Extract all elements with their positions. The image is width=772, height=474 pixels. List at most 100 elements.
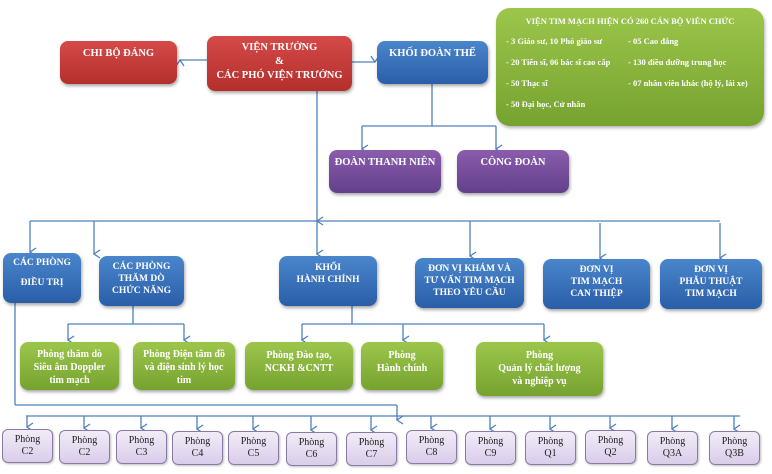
treatment-room-line: C4 [191,448,204,459]
department-line: CAN THIỆP [570,289,623,299]
treatment-room-line: Phòng [418,435,445,446]
leadership-line-3: CÁC PHÓ VIỆN TRƯỞNG [216,70,343,81]
department-line: THĂM DÒ [118,274,165,284]
leadership-box: VIỆN TRƯỞNG & CÁC PHÓ VIỆN TRƯỞNG [207,36,352,91]
staff-summary-row: - 20 Tiến sĩ, 06 bác sĩ cao cấp - 130 đi… [506,57,754,67]
department-line: ĐƠN VỊ [694,265,728,275]
department-line: CÁC PHÒNG [13,258,71,268]
staff-summary-row: - 50 Đại học, Cử nhân [506,99,754,109]
department-line: HÀNH CHÍNH [296,275,360,285]
room-line: Phòng [388,350,416,361]
department-line: TIM MẠCH [570,277,623,287]
room-line: Phòng Đào tạo, [266,350,332,361]
department-treatment-rooms: CÁC PHÒNG ĐIỀU TRỊ [3,253,81,303]
treatment-room-line: Q3B [725,448,744,459]
treatment-room-line: Q1 [544,448,557,459]
department-line: CÁC PHÒNG [112,262,171,272]
treatment-room-line: Q3A [662,448,683,459]
room-administration: Phòng Hành chính [361,342,443,390]
room-line: và nghiệp vụ [512,376,567,387]
party-cell-label: CHI BỘ ĐẢNG [82,48,155,59]
room-ecg: Phòng Điện tâm đồ và điện sinh lý học ti… [133,342,235,390]
unions-block-box: KHỐI ĐOÀN THỂ [377,41,488,84]
room-line: Quản lý chất lượng [498,363,581,374]
treatment-room-line: C2 [21,446,34,457]
room-line: Phòng Điện tâm đồ [143,349,225,360]
staff-summary-row: - 3 Giáo sư, 10 Phó giáo sư - 05 Cao đẳn… [506,36,754,46]
staff-item: - 50 Đại học, Cử nhân [506,99,586,109]
youth-union-box: ĐOÀN THANH NIÊN [329,150,441,193]
treatment-room-line: Phòng [477,436,504,447]
staff-item: - 20 Tiến sĩ, 06 bác sĩ cao cấp [506,57,611,67]
department-line: ĐƠN VỊ KHÁM VÀ [428,264,511,274]
trade-union-box: CÔNG ĐOÀN [457,150,569,193]
leadership-line-1: VIỆN TRƯỞNG [241,42,318,53]
treatment-room-line: C8 [425,447,438,458]
staff-item: - 50 Thạc sĩ [506,78,548,88]
treatment-room-line: Phòng [128,435,155,446]
staff-summary-title: VIỆN TIM MẠCH HIỆN CÓ 260 CÁN BỘ VIÊN CH… [525,16,735,26]
treatment-room-line: C9 [484,448,497,459]
department-line: THEO YÊU CẦU [433,288,506,298]
room-line: Siêu âm Doppler [33,362,106,373]
staff-item: - 130 điều dưỡng trung học [628,57,727,67]
treatment-room-line: C3 [135,447,148,458]
unions-block-label: KHỐI ĐOÀN THỂ [389,48,476,59]
treatment-room-line: Phòng [597,435,624,446]
trade-union-label: CÔNG ĐOÀN [480,157,546,168]
room-line: và điện sinh lý học [144,362,224,373]
room-line: NCKH &CNTT [264,363,334,374]
leadership-line-2: & [275,56,284,67]
department-line: TƯ VẤN TIM MẠCH [424,276,515,286]
room-line: Phòng [525,350,554,361]
staff-summary-row: - 50 Thạc sĩ - 07 nhân viên khác (hộ lý,… [506,78,754,88]
department-line: KHỐI [315,263,341,273]
staff-item: - 05 Cao đẳng [628,36,679,46]
treatment-room-line: Phòng [721,436,748,447]
department-consultation-unit: ĐƠN VỊ KHÁM VÀ TƯ VẤN TIM MẠCH THEO YÊU … [415,258,524,308]
party-cell-box: CHI BỘ ĐẢNG [60,41,177,84]
department-line: ĐƠN VỊ [579,265,614,275]
room-training: Phòng Đào tạo, NCKH &CNTT [245,342,353,390]
department-line: ĐIỀU TRỊ [20,278,64,288]
treatment-room-line: Phòng [14,434,41,445]
department-diagnostics: CÁC PHÒNG THĂM DÒ CHỨC NĂNG [99,256,184,306]
department-administration: KHỐI HÀNH CHÍNH [279,256,377,306]
staff-summary-panel: VIỆN TIM MẠCH HIỆN CÓ 260 CÁN BỘ VIÊN CH… [496,8,764,126]
room-quality-management: Phòng Quản lý chất lượng và nghiệp vụ [476,342,603,396]
department-surgery-unit: ĐƠN VỊ PHẪU THUẬT TIM MẠCH [660,259,762,309]
treatment-room-line: Phòng [298,437,325,448]
staff-item: - 07 nhân viên khác (hộ lý, lái xe) [628,78,748,88]
youth-union-label: ĐOÀN THANH NIÊN [334,157,436,168]
treatment-room-line: C7 [365,449,378,460]
treatment-room-line: Phòng [537,436,564,447]
treatment-room-line: Phòng [71,435,98,446]
treatment-room-line: Q2 [604,447,617,458]
room-doppler: Phòng thăm dò Siêu âm Doppler tim mạch [20,342,119,390]
treatment-room-line: C5 [247,448,260,459]
department-line: TIM MẠCH [685,289,737,299]
staff-item: - 3 Giáo sư, 10 Phó giáo sư [506,36,603,46]
treatment-room-line: C6 [305,449,318,460]
room-line: Hành chính [376,363,428,374]
treatment-room-line: Phòng [659,436,686,447]
room-line: tim mạch [49,375,90,386]
room-line: Phòng thăm dò [36,349,102,360]
treatment-room-line: Phòng [240,436,267,447]
treatment-room-line: C2 [78,447,91,458]
department-interventional-unit: ĐƠN VỊ TIM MẠCH CAN THIỆP [543,259,650,309]
treatment-room-line: Phòng [358,437,385,448]
